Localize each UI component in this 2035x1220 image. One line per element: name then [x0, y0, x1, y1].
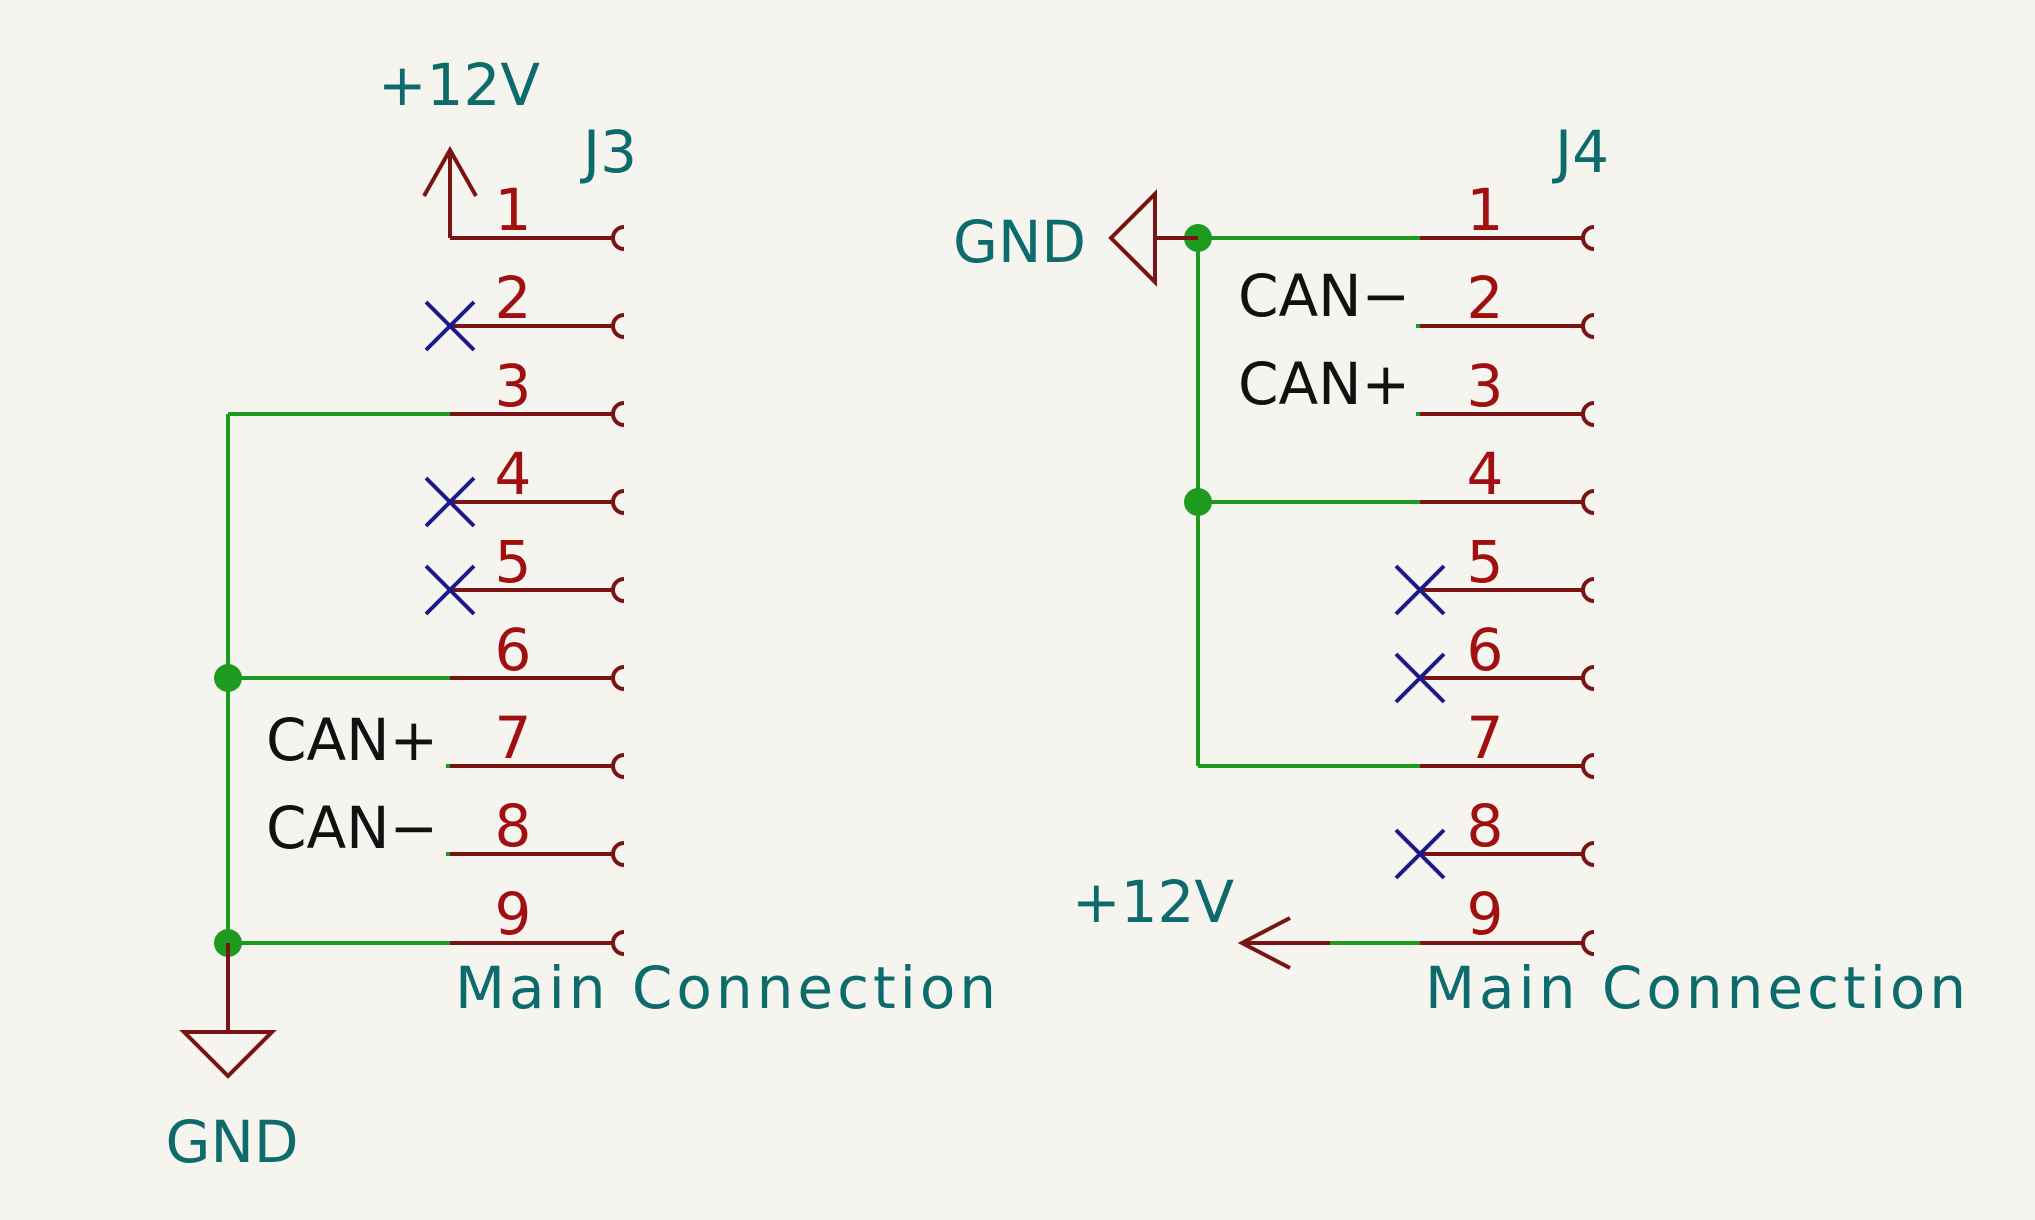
j4-wires: [1196, 236, 1420, 945]
j4-pin-4-line: [1420, 489, 1595, 515]
wire-junction: [1184, 488, 1212, 516]
j4-reference: J4: [1552, 118, 1609, 186]
j3-power-12v-label: +12V: [378, 51, 540, 119]
j4-value: Main Connection: [1425, 954, 1970, 1022]
j4-pin-5-line: [1420, 577, 1595, 603]
j4-pin-number: 9: [1467, 880, 1504, 948]
no-connect-marker: [424, 476, 476, 528]
j3-power-12v-symbol: +12V: [378, 51, 540, 238]
j3-gnd-symbol: GND: [166, 943, 299, 1176]
j3-pin-8-line: [450, 841, 625, 867]
j4-pin-lines: [1420, 225, 1595, 956]
j3-wires: [226, 412, 450, 945]
j3-no-connect-markers: [424, 300, 476, 616]
j3-pin-number: 7: [495, 704, 532, 772]
j4-pin-number: 2: [1467, 264, 1504, 332]
j3-value: Main Connection: [455, 954, 1000, 1022]
j3-pin-4-line: [450, 489, 625, 515]
no-connect-marker: [1394, 564, 1446, 616]
connector-j4[interactable]: 1 2 3 4 5 6 7 8 9 J4 Main Connection: [953, 118, 1970, 1022]
j3-pin-5-line: [450, 577, 625, 603]
j4-power-12v-label: +12V: [1072, 868, 1234, 936]
j4-power-12v-symbol: +12V: [1072, 868, 1330, 970]
j3-net-label-can-plus: CAN+: [266, 706, 438, 774]
j4-pin-number: 3: [1467, 352, 1504, 420]
j3-pin-number: 9: [495, 880, 532, 948]
j4-no-connect-markers: [1394, 564, 1446, 880]
j3-pin-number: 2: [495, 264, 532, 332]
ground-icon: [179, 1030, 277, 1079]
j4-pin-6-line: [1420, 665, 1595, 691]
j3-reference: J3: [580, 118, 637, 186]
wire-junction: [214, 664, 242, 692]
j4-pin-number: 4: [1467, 440, 1504, 508]
j3-pin-9-line: [450, 930, 625, 956]
no-connect-marker: [424, 300, 476, 352]
j4-pin-number: 7: [1467, 704, 1504, 772]
ground-icon: [1108, 189, 1157, 287]
j3-pin-number: 5: [495, 528, 532, 596]
j3-pin-2-line: [450, 313, 625, 339]
j3-pin-6-line: [450, 665, 625, 691]
j4-gnd-symbol: GND: [953, 189, 1198, 287]
j4-gnd-label: GND: [953, 208, 1086, 276]
j3-pin-3-line: [450, 401, 625, 427]
j3-pin-number: 6: [495, 616, 532, 684]
j4-pin-7-line: [1420, 753, 1595, 779]
j3-pin-lines: [450, 225, 625, 956]
no-connect-marker: [1394, 828, 1446, 880]
j4-net-label-can-plus: CAN+: [1238, 350, 1410, 418]
j3-pin-number: 3: [495, 352, 532, 420]
j3-gnd-label: GND: [166, 1108, 299, 1176]
j4-pin-2-line: [1420, 313, 1595, 339]
j4-pin-number: 5: [1467, 528, 1504, 596]
j4-pin-8-line: [1420, 841, 1595, 867]
j4-pin-number: 6: [1467, 616, 1504, 684]
j3-pin-7-line: [450, 753, 625, 779]
j4-pin-9-line: [1420, 930, 1595, 956]
j4-pin-number: 8: [1467, 792, 1504, 860]
power-arrow-left-icon: [1237, 916, 1330, 970]
j3-pin-1-line: [450, 225, 625, 251]
j3-net-label-can-minus: CAN−: [266, 794, 438, 862]
j4-net-label-can-minus: CAN−: [1238, 262, 1410, 330]
connector-j3[interactable]: 1 2 3 4 5 6 7 8 9 J3 Main Connection +12…: [166, 51, 1001, 1176]
j3-pin-number: 4: [495, 440, 532, 508]
j3-pin-number: 1: [495, 176, 532, 244]
j4-pin-1-line: [1420, 225, 1595, 251]
no-connect-marker: [424, 564, 476, 616]
j4-pin-3-line: [1420, 401, 1595, 427]
j3-pin-number: 8: [495, 792, 532, 860]
no-connect-marker: [1394, 652, 1446, 704]
power-arrow-up-icon: [422, 145, 478, 238]
j4-pin-number: 1: [1467, 176, 1504, 244]
